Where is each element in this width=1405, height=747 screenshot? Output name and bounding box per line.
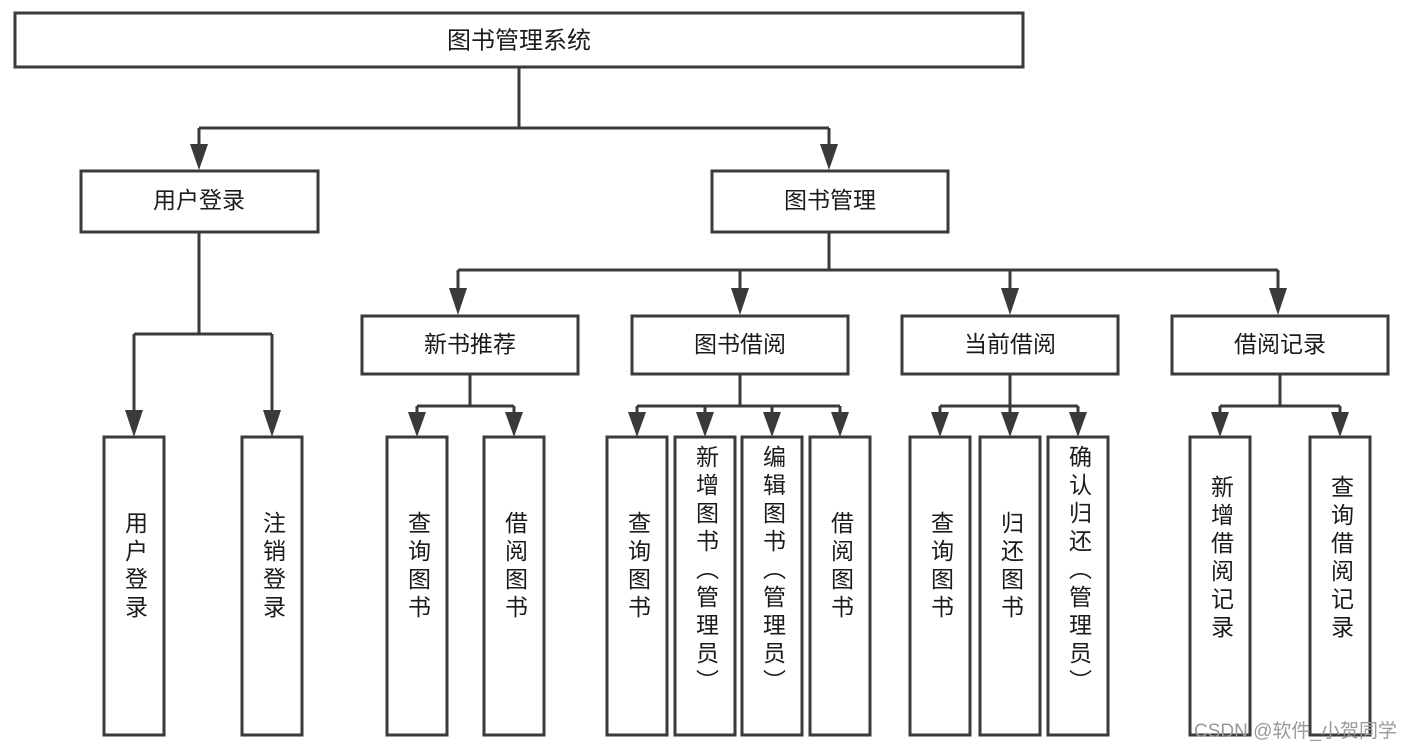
node-new-book-recommend[interactable]: 新书推荐: [360, 314, 580, 376]
arrowhead-leaf-edit-book: [763, 412, 781, 437]
leaf-box-add-book[interactable]: [673, 435, 737, 737]
leaf-box-edit-book[interactable]: [740, 435, 804, 737]
node-current-borrow[interactable]: 当前借阅: [900, 314, 1120, 376]
node-current-borrow-label: 当前借阅: [964, 331, 1056, 357]
node-book-borrow-label: 图书借阅: [694, 331, 786, 357]
node-borrow-record[interactable]: 借阅记录: [1170, 314, 1390, 376]
node-book-borrow[interactable]: 图书借阅: [630, 314, 850, 376]
node-root[interactable]: 图书管理系统: [13, 11, 1025, 69]
arrowhead-leaf-query-record: [1331, 412, 1349, 437]
connector-group-book-manage: [449, 232, 1287, 315]
arrowhead-leaf-add-book: [696, 412, 714, 437]
connector-group-current-borrow: [931, 374, 1087, 437]
arrowhead-leaf-user-login: [125, 410, 143, 437]
node-book-manage-box[interactable]: [710, 169, 950, 234]
leaf-boxes-new-book: [385, 435, 546, 737]
leaf-box-add-record[interactable]: [1188, 435, 1252, 737]
arrowhead-leaf-confirm-return: [1069, 412, 1087, 437]
leaf-box-query-record[interactable]: [1308, 435, 1372, 737]
leaf-boxes-user-login: [102, 435, 304, 737]
leaf-box-confirm-return[interactable]: [1046, 435, 1110, 737]
arrowhead-current-borrow: [1001, 288, 1019, 315]
node-book-manage-label: 图书管理: [784, 187, 876, 213]
arrowhead-borrow-record: [1269, 288, 1287, 315]
arrowhead-book-manage: [820, 144, 838, 170]
node-user-login[interactable]: 用户登录: [79, 169, 320, 234]
leaf-box-logout[interactable]: [240, 435, 304, 737]
node-root-label: 图书管理系统: [447, 27, 591, 54]
leaf-box-return-book[interactable]: [978, 435, 1042, 737]
arrowhead-leaf-query-book-1: [408, 412, 426, 437]
node-new-book-box[interactable]: [360, 314, 580, 376]
node-book-borrow-box[interactable]: [630, 314, 850, 376]
leaf-boxes-borrow-record: [1188, 435, 1372, 737]
arrowhead-new-book: [449, 288, 467, 315]
node-book-manage[interactable]: 图书管理: [710, 169, 950, 234]
arrowhead-leaf-query-book-3: [931, 412, 949, 437]
connector-group-user-login: [125, 232, 281, 437]
arrowhead-leaf-logout: [263, 410, 281, 437]
node-current-borrow-box[interactable]: [900, 314, 1120, 376]
arrowhead-leaf-add-record: [1211, 412, 1229, 437]
node-borrow-record-label: 借阅记录: [1234, 331, 1326, 357]
node-root-box[interactable]: [13, 11, 1025, 69]
connector-group-book-borrow: [628, 374, 849, 437]
leaf-boxes-book-borrow: [605, 435, 872, 737]
arrowhead-leaf-borrow-book-2: [831, 412, 849, 437]
connector-group-root: [190, 67, 838, 170]
leaf-box-query-book-2[interactable]: [605, 435, 669, 737]
leaf-box-user-login[interactable]: [102, 435, 166, 737]
node-new-book-label: 新书推荐: [424, 331, 516, 357]
arrowhead-leaf-return-book: [1001, 412, 1019, 437]
leaf-box-query-book-1[interactable]: [385, 435, 449, 737]
arrowhead-leaf-borrow-book-1: [505, 412, 523, 437]
node-borrow-record-box[interactable]: [1170, 314, 1390, 376]
arrowhead-leaf-query-book-2: [628, 412, 646, 437]
connector-group-new-book: [408, 374, 523, 437]
arrowhead-user-login: [190, 144, 208, 170]
leaf-box-borrow-book-2[interactable]: [808, 435, 872, 737]
node-user-login-box[interactable]: [79, 169, 320, 234]
node-user-login-label: 用户登录: [153, 187, 245, 213]
leaf-boxes-current-borrow: [908, 435, 1110, 737]
leaf-box-borrow-book-1[interactable]: [482, 435, 546, 737]
arrowhead-book-borrow: [731, 288, 749, 315]
connector-group-borrow-record: [1211, 374, 1349, 437]
leaf-box-query-book-3[interactable]: [908, 435, 972, 737]
